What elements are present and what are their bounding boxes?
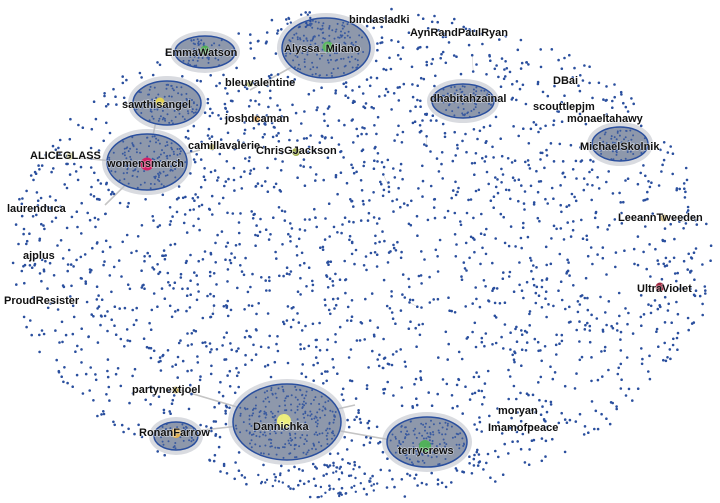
label-ultraviolet: UltraViolet <box>637 283 692 295</box>
label-laurenduca: laurenduca <box>7 203 67 215</box>
label-aliceglass: ALICEGLASS <box>30 150 101 162</box>
hub-layer <box>66 41 668 452</box>
label-terrycrews: terrycrews <box>398 445 454 457</box>
island-nodes-4 <box>257 472 284 488</box>
label-monaeltahawy: monaeltahawy <box>567 113 644 125</box>
label-ronanfarrow: RonanFarrow <box>139 427 210 439</box>
background-nodes <box>11 7 713 499</box>
hub-node-bleuvalentine <box>247 81 253 87</box>
label-alyssa-milano: Alyssa_Milano <box>284 43 361 55</box>
cluster-nodes-ronanfarrow <box>160 423 195 450</box>
label-bleuvalentine: bleuvalentine <box>225 77 295 89</box>
cluster-dhabitahzainal <box>431 83 495 119</box>
hub-node-joshdcaman <box>253 115 261 123</box>
label-moryan: moryan <box>498 405 538 417</box>
label-dbai: DBai <box>553 75 578 87</box>
label-partynextjoel: partynextjoel <box>132 384 200 396</box>
cluster-sawthisangel <box>132 80 202 126</box>
hub-node-womensmarch <box>140 157 154 171</box>
label-dannichka: Dannichka <box>253 421 310 433</box>
label-leeanntweeden: LeeannTweeden <box>618 212 703 224</box>
label-bindasladki: bindasladki <box>349 14 410 26</box>
label-sawthisangel: sawthisangel <box>122 99 191 111</box>
label-camillavalerie: camillavalerie <box>188 140 260 152</box>
hub-node-leeanntweeden <box>660 214 668 222</box>
cluster-nodes-terrycrews <box>389 419 466 466</box>
label-ajplus: ajplus <box>23 250 55 262</box>
cluster-nodes-dannichka <box>234 385 337 459</box>
hub-node-terrycrews <box>419 440 431 452</box>
cluster-layer <box>102 13 653 472</box>
background-edges <box>212 55 696 314</box>
label-michaelskolnik: MichaelSkolnik <box>580 141 660 153</box>
label-joshdcaman: joshdcaman <box>224 113 289 125</box>
label-dhabitahzainal: dhabitahzainal <box>430 93 506 105</box>
hub-node-alyssa-milano <box>322 41 334 53</box>
label-aynrandpaulryan: AynRandPaulRyan <box>410 27 508 39</box>
label-scouttlepjm: scouttlepjm <box>533 101 595 113</box>
label-emmawatson: EmmaWatson <box>165 47 238 59</box>
hub-node-aliceglass <box>66 152 74 160</box>
island-nodes-1 <box>353 476 379 493</box>
cluster-nodes-alyssa-milano <box>284 19 365 77</box>
cluster-nodes-emmawatson <box>177 38 233 67</box>
label-imamofpeace: Imamofpeace <box>488 422 558 434</box>
hub-node-chrisgjackson <box>292 148 300 156</box>
island-nodes-0 <box>332 461 355 477</box>
hub-node-ultraviolet <box>655 282 665 292</box>
label-proudresister: ProudResister <box>4 295 80 307</box>
label-chrisgjackson: ChrisGJackson <box>256 145 337 157</box>
hub-node-camillavalerie <box>209 144 215 150</box>
node-layer <box>11 7 713 499</box>
hub-node-dannichka <box>277 414 291 428</box>
island-nodes-2 <box>316 485 344 499</box>
label-womensmarch: womensmarch <box>106 158 184 170</box>
hub-node-partynextjoel <box>172 386 180 394</box>
hub-node-ronanfarrow <box>171 428 181 438</box>
hub-node-emmawatson <box>200 45 210 55</box>
label-layer: bindasladki AynRandPaulRyan EmmaWatson A… <box>3 13 703 457</box>
hub-node-sawthisangel <box>155 97 165 107</box>
